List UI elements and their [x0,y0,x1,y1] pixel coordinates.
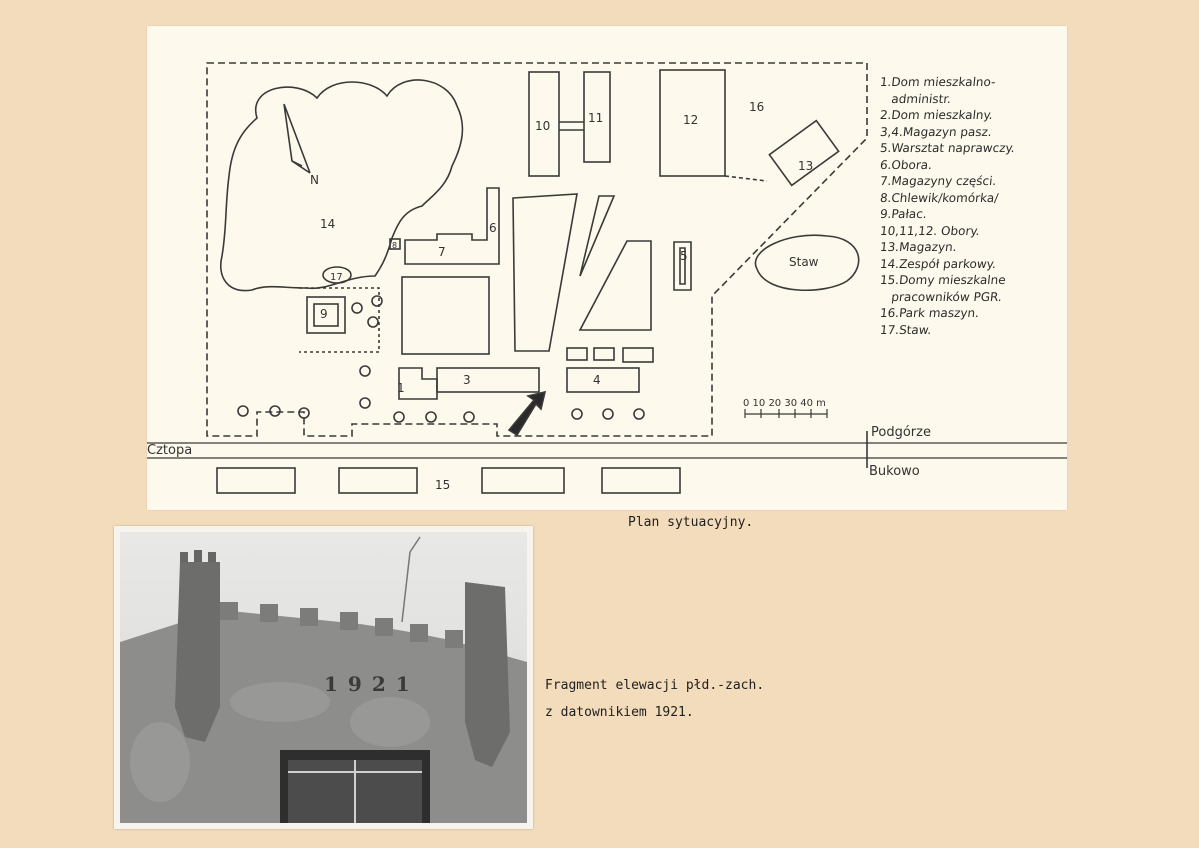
legend-item: 3,4.Magazyn pasz. [879,124,993,139]
building-4 [566,367,640,393]
building-11 [583,71,611,163]
site-plan-drawing: 1 3 4 5 6 7 8 9 10 11 12 13 14 15 16 17 … [147,62,1067,494]
building-10 [528,71,560,177]
trees [237,295,645,423]
pond [754,234,860,292]
legend-item: 7.Magazyny części. [879,174,998,188]
label-8: 8 [392,241,397,250]
label-3: 3 [463,373,471,387]
building-6-7 [404,187,500,265]
photo-caption-line1: Fragment elewacji płd.-zach. [545,678,765,693]
park-outline [220,79,464,292]
label-5: 5 [680,249,688,263]
label-15: 15 [435,478,450,492]
label-17: 17 [330,272,343,283]
house-15c [481,467,565,494]
building-8 [389,238,401,250]
road [147,442,1067,459]
plan-legend: 1.Dom mieszkalno- administr. 2.Dom mieszk… [879,74,1065,338]
scale-label: 0 10 20 30 40 m [743,398,826,409]
site-plan-card: 1 3 4 5 6 7 8 9 10 11 12 13 14 15 16 17 … [147,26,1067,510]
field-c [578,240,652,331]
building-9 [306,296,346,334]
label-12: 12 [683,113,698,127]
house-15b [338,467,418,494]
legend-item: pracowników PGR. [879,289,1003,304]
photo-image [120,532,527,823]
legend-item: 1.Dom mieszkalno- [879,75,997,89]
building-13 [768,119,840,187]
legend-item: 5.Warsztat naprawczy. [879,141,1016,155]
label-10: 10 [535,119,550,133]
building-5 [673,241,692,291]
plan-caption: Plan sytuacyjny. [628,515,754,530]
building-1 [398,367,438,400]
legend-item: 8.Chlewik/komórka/ [879,190,1000,205]
field-a [512,193,578,352]
elevation-photo: 1921 [114,526,533,829]
road-label-east-top: Podgórze [871,425,931,440]
north-label: N [310,173,319,187]
label-4: 4 [593,373,601,387]
label-7: 7 [438,245,446,259]
legend-item: 16.Park maszyn. [879,306,980,320]
road-label-east-bottom: Bukowo [869,464,920,479]
property-boundary [206,62,868,437]
label-14: 14 [320,217,335,231]
field-b [579,195,616,277]
photo-year-inscription: 1921 [324,672,420,696]
label-11: 11 [588,111,603,125]
house-15a [216,467,296,494]
label-13: 13 [798,159,813,173]
scale-bar [744,409,828,418]
building-12 [659,69,726,177]
north-arrow [283,103,311,174]
pond-17 [322,266,352,284]
legend-item: 13.Magazyn. [879,240,958,254]
label-9: 9 [320,307,328,321]
legend-item: 9.Pałac. [879,207,928,221]
legend-item: administr. [879,91,952,106]
road-label-west: Cztopa [147,443,192,458]
label-16: 16 [749,100,764,114]
legend-item: 17.Staw. [879,322,933,337]
legend-item: 14.Zespół parkowy. [879,256,997,271]
house-15d [601,467,681,494]
label-1: 1 [397,381,405,395]
legend-item: 2.Dom mieszkalny. [879,108,994,122]
legend-item: 6.Obora. [879,157,933,172]
yard-field [401,276,490,355]
photo-caption-line2: z datownikiem 1921. [545,705,694,720]
label-6: 6 [489,221,497,235]
building-3 [436,367,540,393]
pond-label: Staw [789,255,819,269]
entrance-arrow [507,390,547,437]
legend-item: 10,11,12. Obory. [879,223,981,238]
legend-item: 15.Domy mieszkalne [879,273,1007,287]
